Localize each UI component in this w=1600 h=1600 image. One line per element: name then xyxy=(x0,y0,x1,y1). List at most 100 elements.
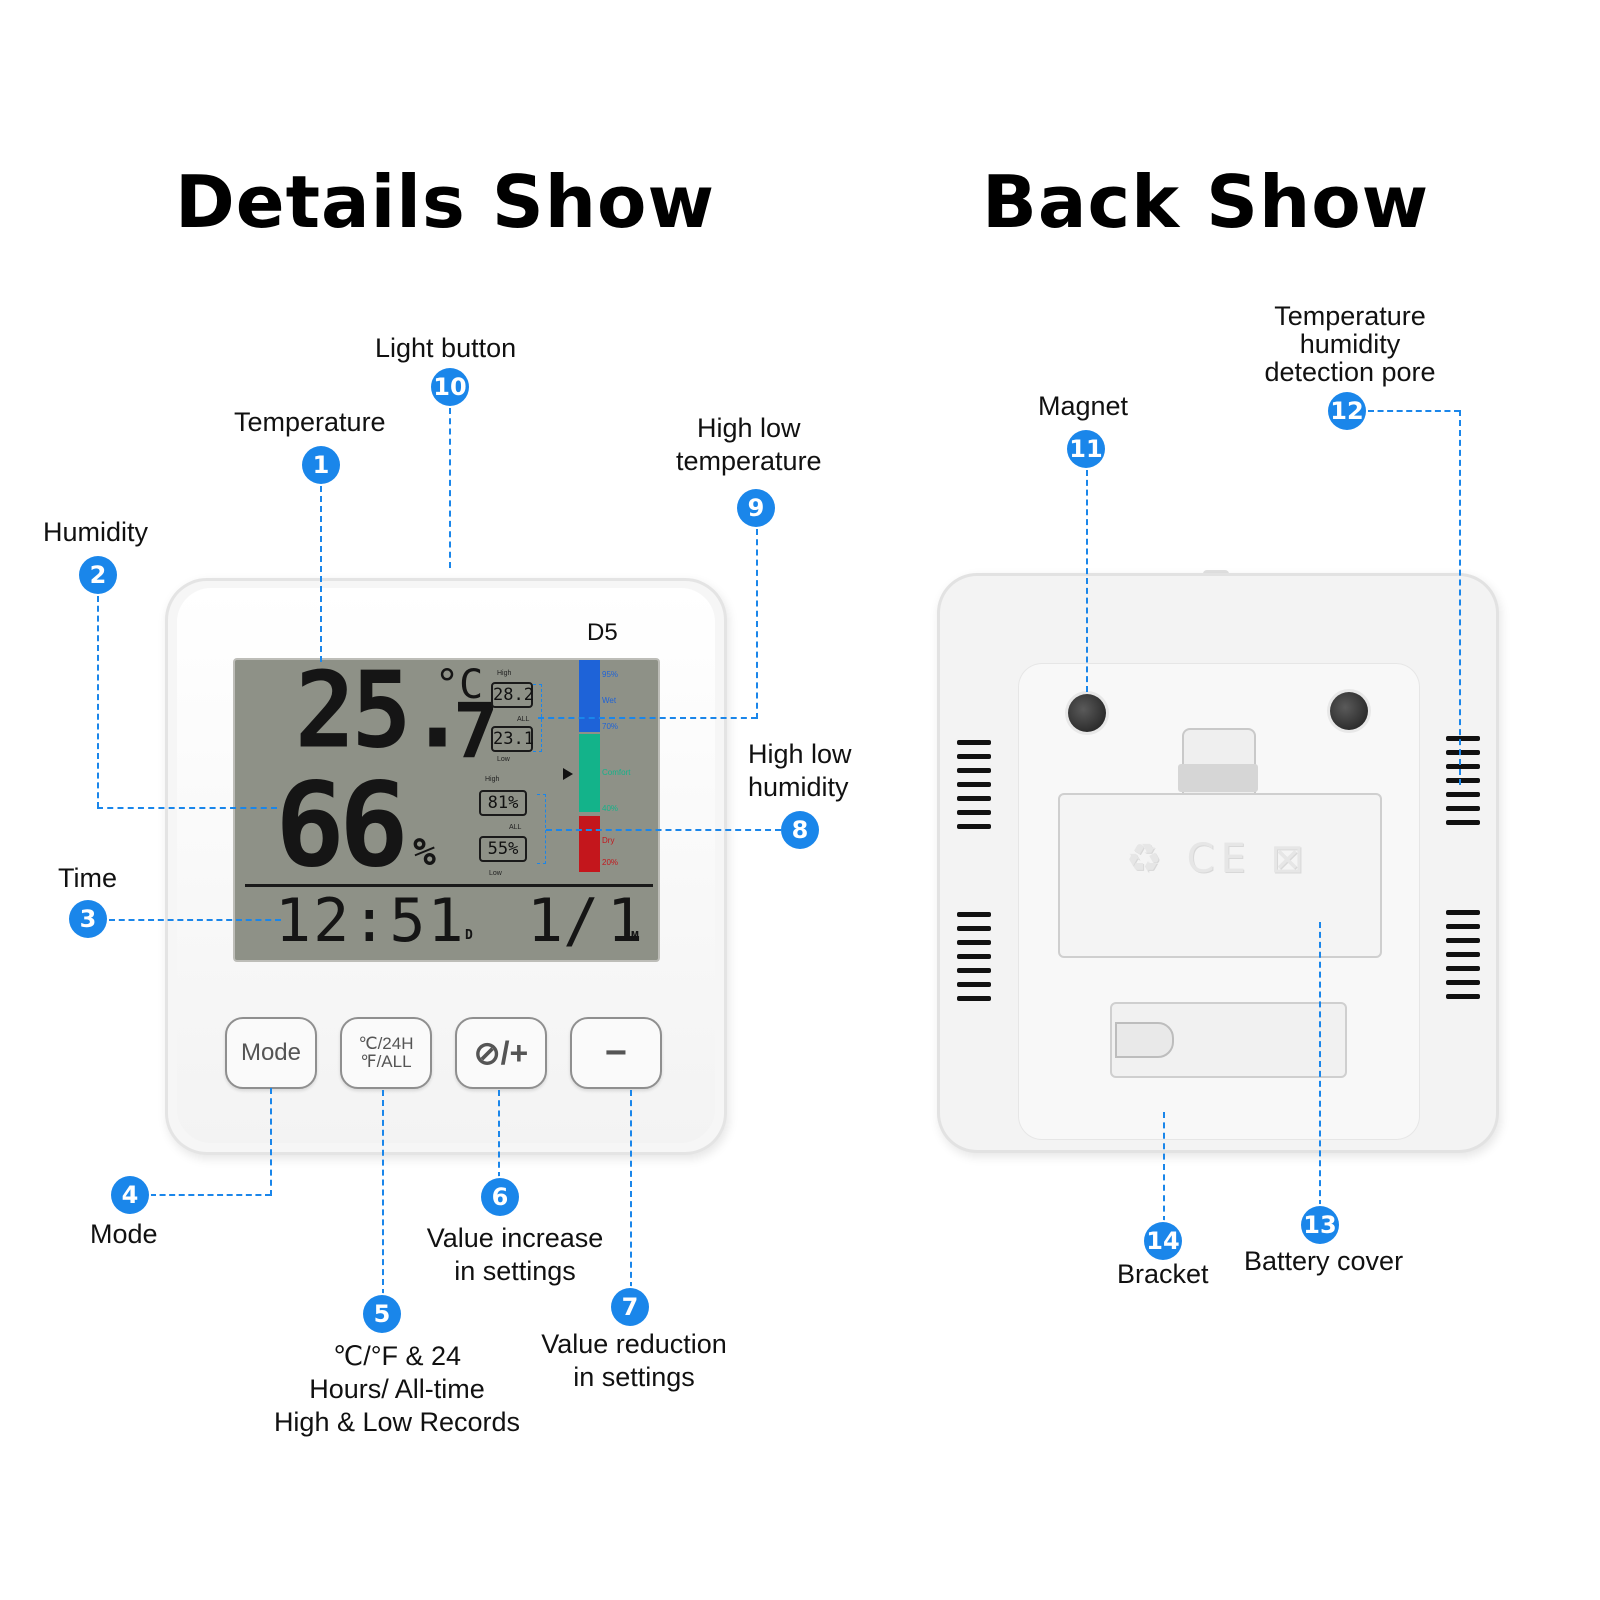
leader-hlt-h xyxy=(538,717,757,719)
hum-high-value: 81% xyxy=(479,790,527,816)
leader-bracket xyxy=(1163,1112,1165,1222)
plus-button[interactable]: ⊘/+ xyxy=(455,1017,547,1089)
callout-battery-badge: 13 xyxy=(1301,1206,1339,1244)
leader-pore-v xyxy=(1459,410,1461,785)
hum-bracket xyxy=(537,794,546,864)
leader-hlh xyxy=(546,829,781,831)
temp-high-value: 28.2 xyxy=(491,682,534,708)
hum-all-label: ALL xyxy=(509,824,522,831)
leader-mode-v xyxy=(270,1088,272,1196)
day-label: D xyxy=(465,928,473,943)
callout-high-low-temperature-badge: 9 xyxy=(737,489,775,527)
latch-slot xyxy=(1178,764,1258,792)
leader-light-button xyxy=(449,408,451,568)
vent-left-bottom xyxy=(957,912,991,1010)
leader-temperature xyxy=(320,486,322,662)
callout-hlh-line1: High low xyxy=(748,739,852,769)
vent-left-top xyxy=(957,740,991,838)
callout-high-low-temperature-label: High low temperature xyxy=(676,412,822,478)
dry-zone-bar xyxy=(579,816,600,872)
minus-button[interactable]: − xyxy=(570,1017,662,1089)
callout-high-low-humidity-badge: 8 xyxy=(781,811,819,849)
temp-high-label: High xyxy=(497,670,512,677)
callout-unit-line1: ℃/°F & 24 xyxy=(332,1341,462,1371)
callout-unit-badge: 5 xyxy=(363,1295,401,1333)
wet-label: Wet xyxy=(602,696,617,705)
details-show-heading: Details Show xyxy=(175,160,715,244)
callout-unit-label: ℃/°F & 24 Hours/ All-time High & Low Rec… xyxy=(270,1340,524,1439)
callout-pore-label: Temperature humidity detection pore xyxy=(1262,302,1438,386)
callout-hlh-line2: humidity xyxy=(748,772,849,802)
callout-mode-label: Mode xyxy=(90,1219,158,1249)
callout-increase-label: Value increase in settings xyxy=(420,1222,610,1288)
callout-time-badge: 3 xyxy=(69,900,107,938)
callout-high-low-humidity-label: High low humidity xyxy=(748,738,852,804)
callout-bracket-label: Bracket xyxy=(1117,1259,1209,1289)
humidity-unit: % xyxy=(413,830,436,874)
lcd-display: 25. 7 °C 66 % High 28.2 ALL 23.1 Low Hig… xyxy=(233,658,660,962)
callout-humidity-badge: 2 xyxy=(79,556,117,594)
callout-pore-badge: 12 xyxy=(1328,392,1366,430)
leader-reduction xyxy=(630,1090,632,1288)
hum-high-label: High xyxy=(485,776,500,783)
mode-button[interactable]: Mode xyxy=(225,1017,317,1089)
model-label: D5 xyxy=(587,619,618,646)
callout-reduction-line2: in settings xyxy=(573,1362,695,1392)
callout-increase-line2: in settings xyxy=(454,1256,576,1286)
magnet-right-icon xyxy=(1330,692,1368,730)
certification-emboss: ♻ CE ⊠ xyxy=(1126,836,1311,882)
callout-time-label: Time xyxy=(58,863,117,893)
callout-magnet-badge: 11 xyxy=(1067,430,1105,468)
callout-unit-line2: Hours/ All-time xyxy=(309,1374,485,1404)
time-reading: 12:51 xyxy=(275,886,466,956)
lcd-divider xyxy=(245,884,653,887)
leader-magnet xyxy=(1086,470,1088,692)
hum-low-value: 55% xyxy=(479,836,527,862)
callout-pore-line3: detection pore xyxy=(1264,357,1436,387)
leader-unit xyxy=(382,1090,384,1295)
callout-increase-badge: 6 xyxy=(481,1178,519,1216)
callout-humidity-label: Humidity xyxy=(43,517,149,547)
back-show-heading: Back Show xyxy=(982,160,1430,244)
callout-mode-badge: 4 xyxy=(111,1176,149,1214)
callout-increase-line1: Value increase xyxy=(426,1223,604,1253)
callout-bracket-badge: 14 xyxy=(1144,1222,1182,1260)
leader-pore-h xyxy=(1368,410,1460,412)
vent-right-bottom xyxy=(1446,910,1480,1008)
dry-label: Dry xyxy=(602,836,615,845)
callout-hlt-line1: High low xyxy=(697,413,801,443)
wet-zone-bar xyxy=(579,660,600,732)
comfort-bottom-label: 40% xyxy=(602,804,619,813)
callout-pore-line2: humidity xyxy=(1299,329,1401,359)
callout-pore-line1: Temperature xyxy=(1274,301,1426,331)
temperature-unit: °C xyxy=(435,662,484,708)
hum-low-label: Low xyxy=(489,870,502,877)
wet-top-label: 95% xyxy=(602,670,619,679)
callout-unit-line3: High & Low Records xyxy=(273,1407,521,1437)
temp-all-label: ALL xyxy=(517,716,530,723)
temp-low-label: Low xyxy=(497,756,510,763)
callout-hlt-line2: temperature xyxy=(676,446,822,476)
callout-magnet-label: Magnet xyxy=(1038,391,1129,421)
leader-hlt-v xyxy=(756,529,758,719)
leader-battery xyxy=(1319,922,1321,1206)
callout-reduction-label: Value reduction in settings xyxy=(538,1328,730,1394)
date-month: 1 xyxy=(607,886,644,956)
humidity-reading: 66 xyxy=(275,758,409,893)
date-day: 1/ xyxy=(527,886,600,956)
battery-cover[interactable] xyxy=(1058,793,1382,958)
bracket-stand[interactable] xyxy=(1115,1022,1174,1058)
leader-time xyxy=(109,919,281,921)
leader-humidity-v xyxy=(97,596,99,808)
callout-reduction-badge: 7 xyxy=(611,1288,649,1326)
comfort-pointer-icon xyxy=(563,768,573,780)
unit-button-bottom: ℉/ALL xyxy=(360,1052,412,1071)
temperature-reading: 25. xyxy=(295,658,468,772)
leader-increase xyxy=(498,1090,500,1178)
unit-records-button[interactable]: ℃/24H ℉/ALL xyxy=(340,1017,432,1089)
callout-light-button-label: Light button xyxy=(375,333,517,363)
vent-right-top xyxy=(1446,736,1480,834)
callout-temperature-label: Temperature xyxy=(234,407,386,437)
callout-temperature-badge: 1 xyxy=(302,446,340,484)
callout-light-button-badge: 10 xyxy=(431,368,469,406)
